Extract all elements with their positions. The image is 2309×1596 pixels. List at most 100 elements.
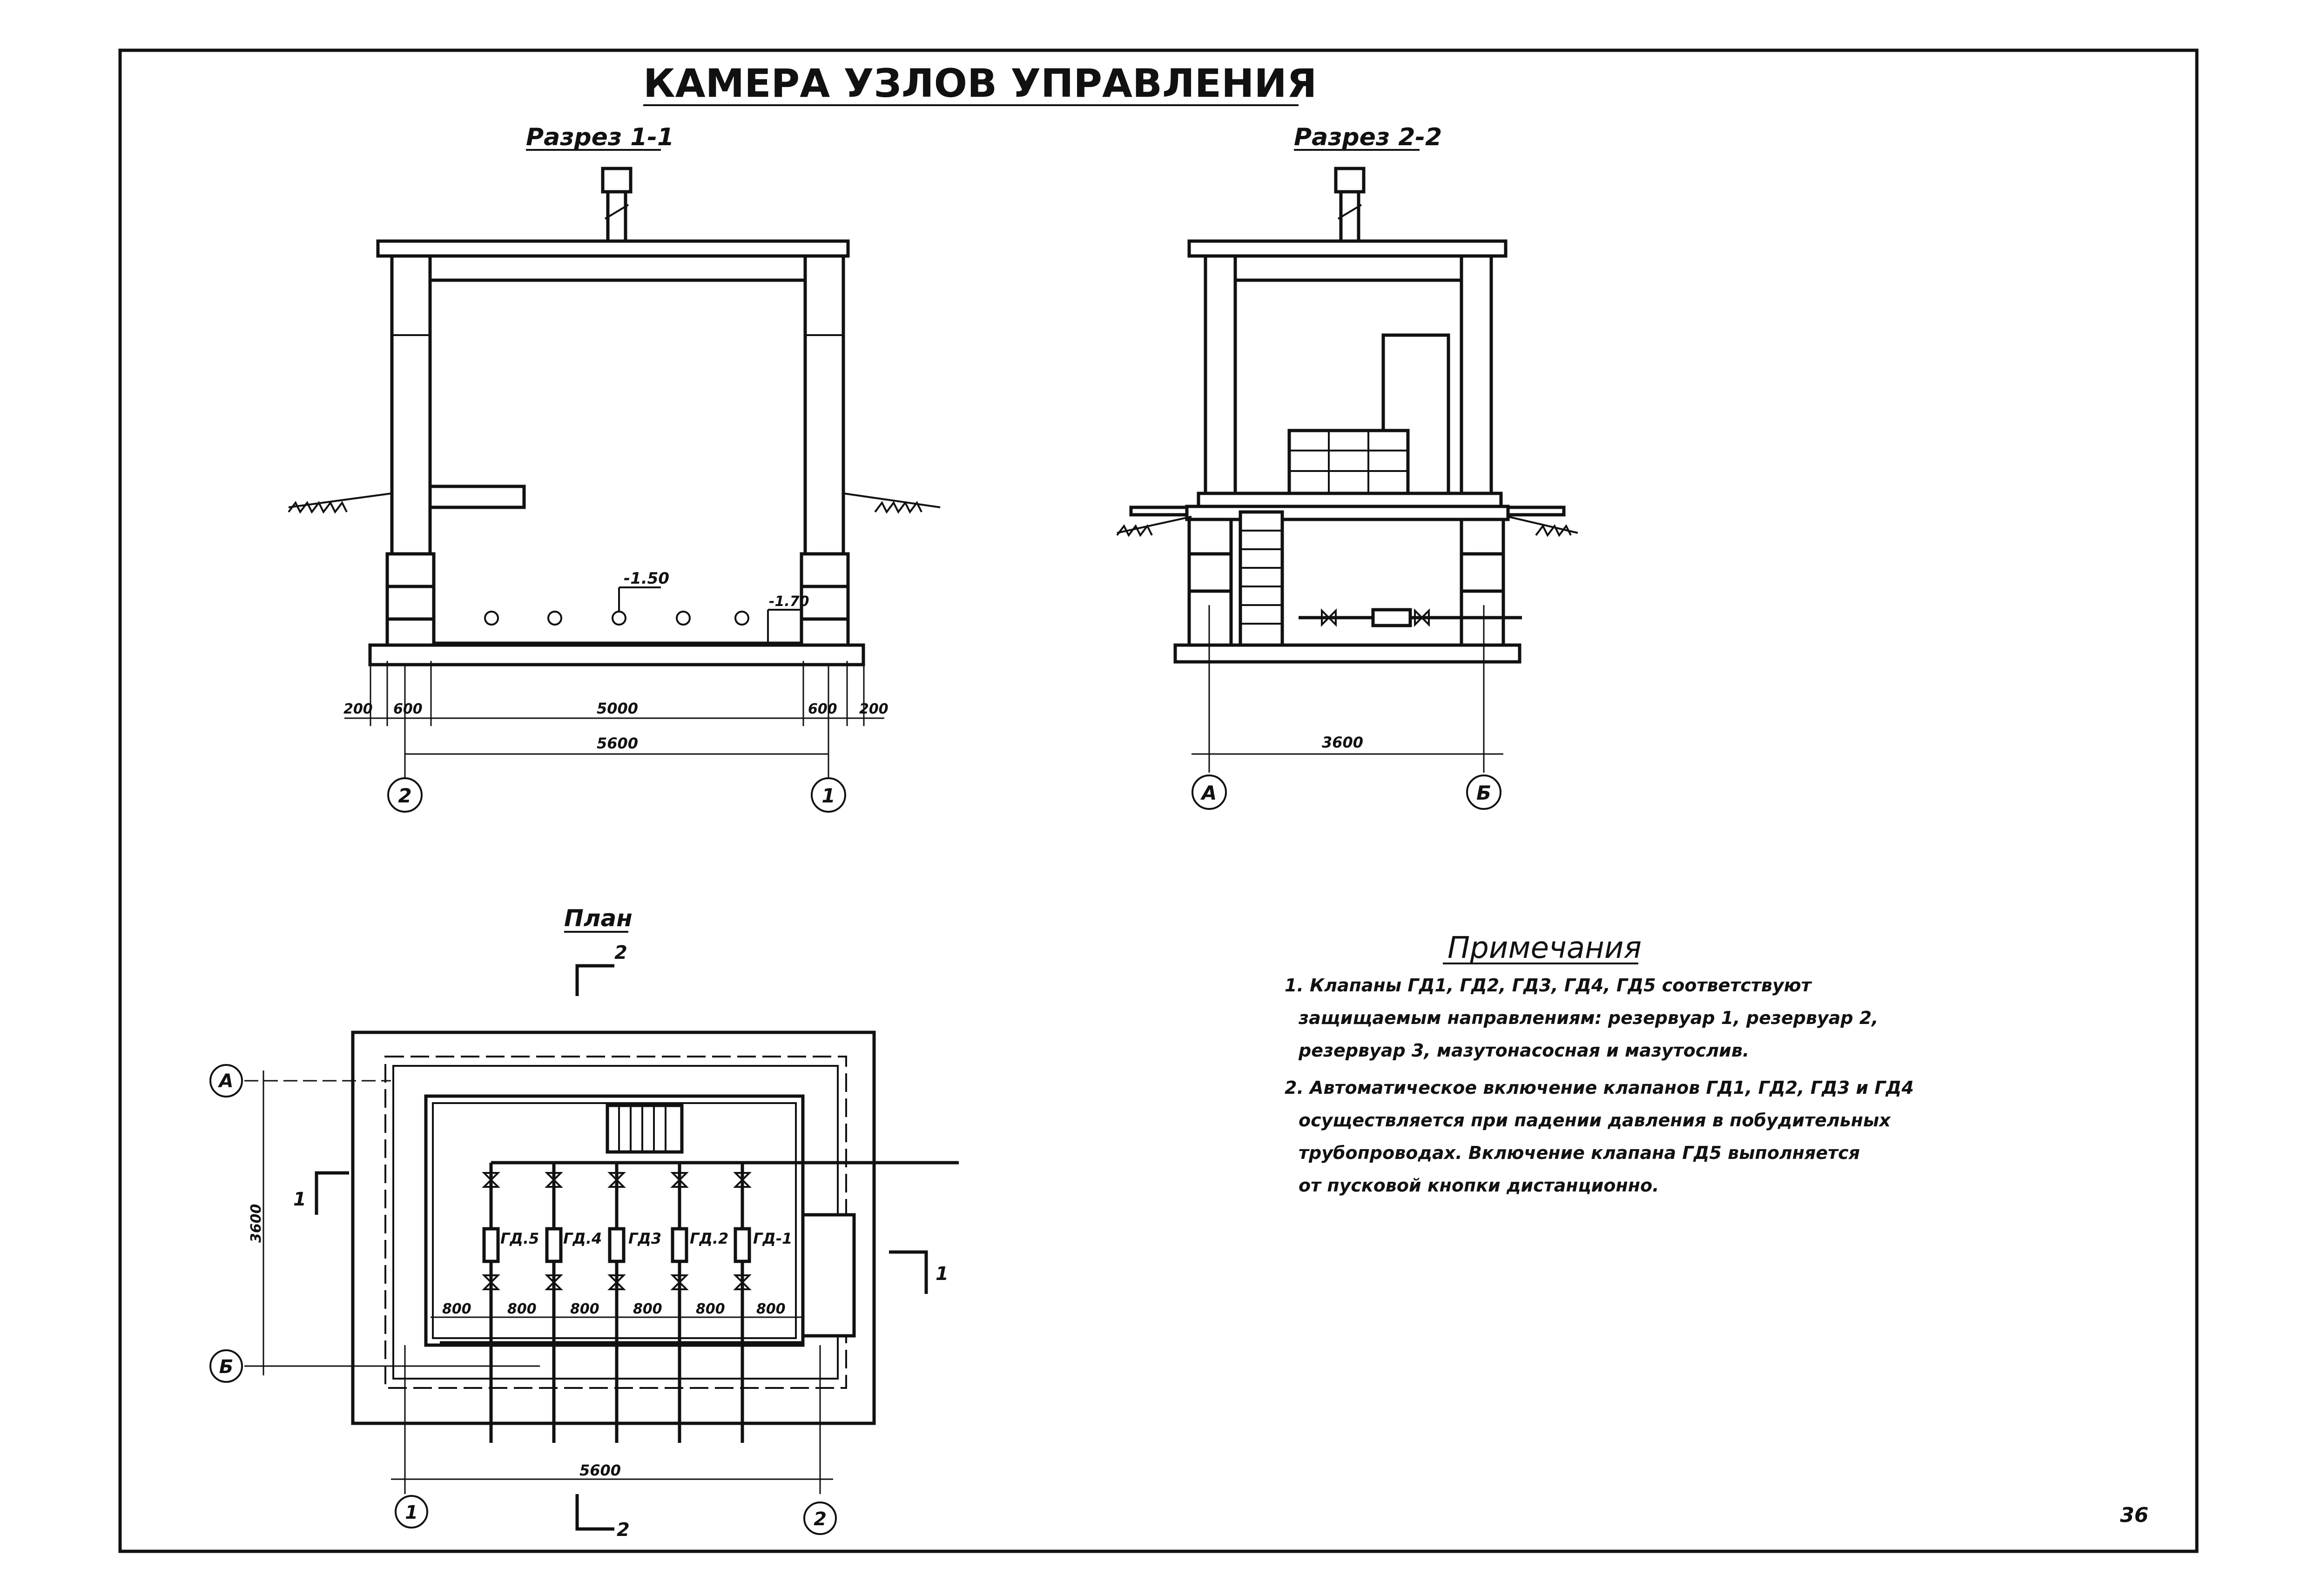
plinth-slab xyxy=(1185,505,1510,521)
valve-label-gd3: ГД3 xyxy=(628,1230,661,1247)
upper-floor-slab xyxy=(1197,492,1503,508)
plan-vertical-dim: 3600 xyxy=(248,1204,264,1243)
pipe-circle-2 xyxy=(547,611,562,626)
b-block-l2 xyxy=(1187,552,1233,593)
valve-top-icon xyxy=(607,1172,626,1188)
cut-mark-top xyxy=(575,964,614,996)
dim-200-right: 200 xyxy=(859,701,889,717)
spacing-3: 800 xyxy=(570,1301,599,1317)
axis-label-a: А xyxy=(1200,781,1217,804)
vent-break xyxy=(604,204,629,220)
valve-actuator-icon xyxy=(671,1227,688,1263)
valve-assembly-gd3: ГД3 xyxy=(607,1163,661,1443)
roof-slab xyxy=(376,239,850,258)
spacing-2: 800 xyxy=(507,1301,537,1317)
spacing-4: 800 xyxy=(633,1301,662,1317)
plan-niche xyxy=(801,1213,856,1338)
level-1-text: -1.50 xyxy=(624,569,669,588)
drawing-title: КАМЕРА УЗЛОВ УПРАВЛЕНИЯ xyxy=(643,61,1317,106)
b-block-l1 xyxy=(1187,518,1233,556)
axis-label-plan-a: А xyxy=(218,1071,234,1092)
roof-beam xyxy=(408,254,820,282)
axis-label-plan-2: 2 xyxy=(814,1508,827,1530)
valve-top-icon xyxy=(670,1172,689,1188)
b-block-l3 xyxy=(1187,589,1233,647)
section-2-label: Разрез 2-2 xyxy=(1294,123,1442,151)
valve-icon-2 xyxy=(1414,608,1430,627)
page-number: 36 xyxy=(2120,1503,2148,1527)
valve-assembly-gd2: ГД.2 xyxy=(670,1163,728,1443)
axis-bubble-b xyxy=(1466,774,1501,810)
axis-bubble-1 xyxy=(811,777,846,813)
dim-5000: 5000 xyxy=(597,700,638,717)
vent-break-2 xyxy=(1337,204,1362,220)
dim-3600-s2: 3600 xyxy=(1322,734,1363,751)
axis-label-2: 2 xyxy=(398,784,411,807)
spacing-6: 800 xyxy=(756,1301,786,1317)
note-line-7: от пусковой кнопки дистанционно. xyxy=(1299,1175,1659,1196)
base-slab xyxy=(368,643,865,667)
axis-label-1: 1 xyxy=(821,784,835,807)
pipe-circle-3 xyxy=(612,611,626,626)
axis-label-plan-b: Б xyxy=(219,1356,234,1378)
valve-label-gd2: ГД.2 xyxy=(690,1230,728,1247)
roof-beam-2 xyxy=(1213,254,1482,282)
axis-bubble-plan-a xyxy=(209,1064,243,1098)
ground-hatch-right xyxy=(874,501,922,514)
valve-top-icon xyxy=(733,1172,752,1188)
valve-assembly-gd1: ГД-1 xyxy=(733,1163,792,1443)
vent-cap-2 xyxy=(1334,167,1366,194)
ground-right xyxy=(843,492,941,508)
cut-mark-right-label: 1 xyxy=(936,1263,949,1285)
note-line-1: 1. Клапаны ГД1, ГД2, ГД3, ГД4, ГД5 соотв… xyxy=(1285,975,1812,996)
plan-horizontal-dim: 5600 xyxy=(579,1461,621,1479)
pipe-circle-4 xyxy=(676,611,691,626)
ground-hatch-right-2 xyxy=(1535,524,1572,537)
column-left-2 xyxy=(1204,254,1237,495)
wall-right xyxy=(803,254,845,556)
block-right-1 xyxy=(800,552,850,588)
block-left-1 xyxy=(385,552,436,588)
notes-block: Примечания 1. Клапаны ГД1, ГД2, ГД3, ГД4… xyxy=(1285,931,1914,1196)
note-line-2: защищаемым направлениям: резервуар 1, ре… xyxy=(1298,1008,1878,1028)
cabinet-low xyxy=(1287,429,1410,495)
roof-slab-2 xyxy=(1187,239,1508,258)
plan-view: План 2 2 1 1 xyxy=(209,905,959,1541)
cut-mark-bottom-label: 2 xyxy=(617,1519,630,1541)
dim-5600: 5600 xyxy=(597,734,638,752)
column-right-2 xyxy=(1460,254,1493,495)
ground-left-2 xyxy=(1117,516,1192,534)
note-line-4: 2. Автоматическое включение клапанов ГД1… xyxy=(1285,1077,1914,1098)
ground-hatch-left xyxy=(288,501,348,514)
axis-bubble-a xyxy=(1192,774,1227,810)
b-block-r2 xyxy=(1460,552,1505,593)
level-2-text: -1.70 xyxy=(769,593,809,610)
valve-label-gd4: ГД.4 xyxy=(563,1230,602,1247)
note-line-5: осуществляется при падении давления в по… xyxy=(1299,1110,1891,1131)
axis-bubble-2 xyxy=(387,777,423,813)
ground-plate-right xyxy=(1506,505,1566,517)
wall-left xyxy=(390,254,432,556)
valve-assembly-gd4: ГД.4 xyxy=(545,1163,602,1443)
valve-bottom-icon xyxy=(670,1274,689,1290)
spacing-5: 800 xyxy=(696,1301,725,1317)
valve-assembly-gd5: ГД.5 xyxy=(482,1163,539,1443)
plan-inner-line xyxy=(432,1102,797,1339)
valve-label-gd1: ГД-1 xyxy=(753,1230,792,1247)
valve-actuator-icon xyxy=(734,1227,751,1263)
valve-bottom-icon xyxy=(482,1274,500,1290)
axis-bubble-plan-1 xyxy=(395,1495,428,1529)
console-shelf xyxy=(428,485,526,509)
valve-icon-1 xyxy=(1321,608,1337,627)
section-2-2: Разрез 2-2 xyxy=(1116,123,1578,810)
dim-200-left: 200 xyxy=(343,701,373,717)
base-slab-2 xyxy=(1173,643,1521,664)
ground-plate-left xyxy=(1129,505,1189,517)
cut-mark-right xyxy=(889,1250,928,1294)
valve-label-gd5: ГД.5 xyxy=(500,1230,539,1247)
pipe-circle-5 xyxy=(734,611,749,626)
section-1-1: Разрез 1-1 xyxy=(288,123,941,813)
note-line-3: резервуар 3, мазутонасосная и мазутослив… xyxy=(1298,1040,1749,1061)
